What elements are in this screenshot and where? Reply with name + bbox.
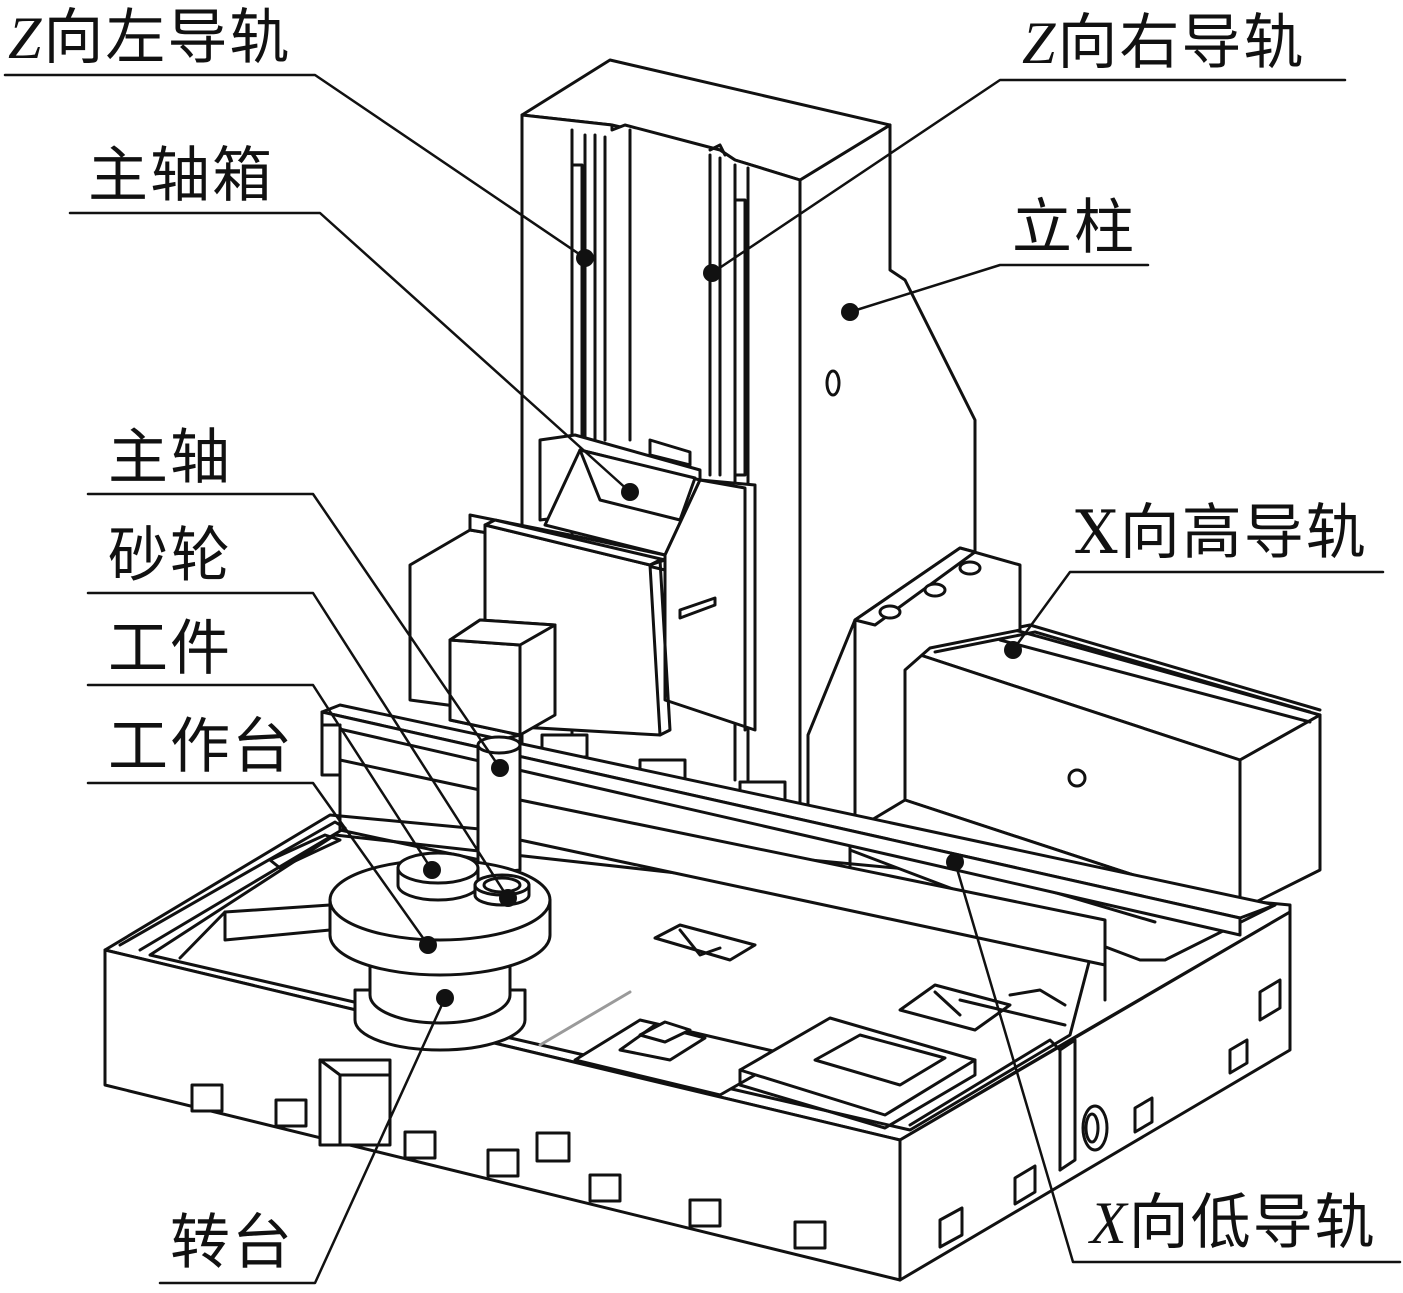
label-z-right-guide-prefix: Z bbox=[1022, 10, 1058, 76]
leader-x-high-guide bbox=[1011, 570, 1385, 652]
rotary-table bbox=[328, 851, 552, 1052]
label-grinding-wheel: 砂轮 bbox=[108, 521, 232, 591]
leader-lines bbox=[3, 73, 1402, 1285]
leader-column bbox=[848, 263, 1150, 314]
label-x-low-guide: X向低导轨 bbox=[1090, 1193, 1377, 1253]
label-z-left-guide-text: 向左导轨 bbox=[43, 3, 292, 73]
label-worktable: 工作台 bbox=[108, 712, 294, 782]
label-headstock: 主轴箱 bbox=[88, 141, 274, 211]
label-spindle: 主轴 bbox=[108, 423, 232, 493]
label-x-high-guide: X向高导轨 bbox=[1075, 503, 1368, 563]
leader-headstock bbox=[68, 211, 632, 494]
label-x-low-guide-prefix: X bbox=[1090, 1190, 1129, 1256]
spindle bbox=[476, 733, 522, 877]
label-x-low-guide-text: 向低导轨 bbox=[1128, 1188, 1377, 1258]
leader-spindle bbox=[86, 492, 502, 770]
label-z-left-guide-prefix: Z bbox=[8, 5, 44, 71]
label-z-right-guide-text: 向右导轨 bbox=[1057, 8, 1306, 78]
x-saddle bbox=[806, 546, 1022, 832]
leader-x-low-guide bbox=[953, 860, 1402, 1264]
label-z-left-guide: Z向左导轨 bbox=[8, 8, 291, 68]
label-x-high-guide-prefix: X bbox=[1075, 498, 1120, 568]
leader-workpiece bbox=[86, 683, 434, 872]
leader-z-left-guide bbox=[3, 73, 587, 260]
label-x-high-guide-text: 向高导轨 bbox=[1119, 498, 1368, 568]
label-workpiece: 工件 bbox=[108, 614, 232, 684]
leader-rotary-table bbox=[158, 996, 447, 1285]
label-rotary-table: 转台 bbox=[170, 1208, 294, 1278]
headstock bbox=[408, 433, 757, 737]
worktable-slide bbox=[320, 703, 1277, 967]
leader-dots bbox=[419, 249, 1022, 1007]
leader-grinding-wheel bbox=[86, 591, 510, 900]
label-column: 立柱 bbox=[1012, 193, 1136, 263]
label-z-right-guide: Z向右导轨 bbox=[1022, 13, 1305, 73]
leader-z-right-guide bbox=[710, 78, 1347, 275]
leader-worktable bbox=[86, 781, 430, 947]
